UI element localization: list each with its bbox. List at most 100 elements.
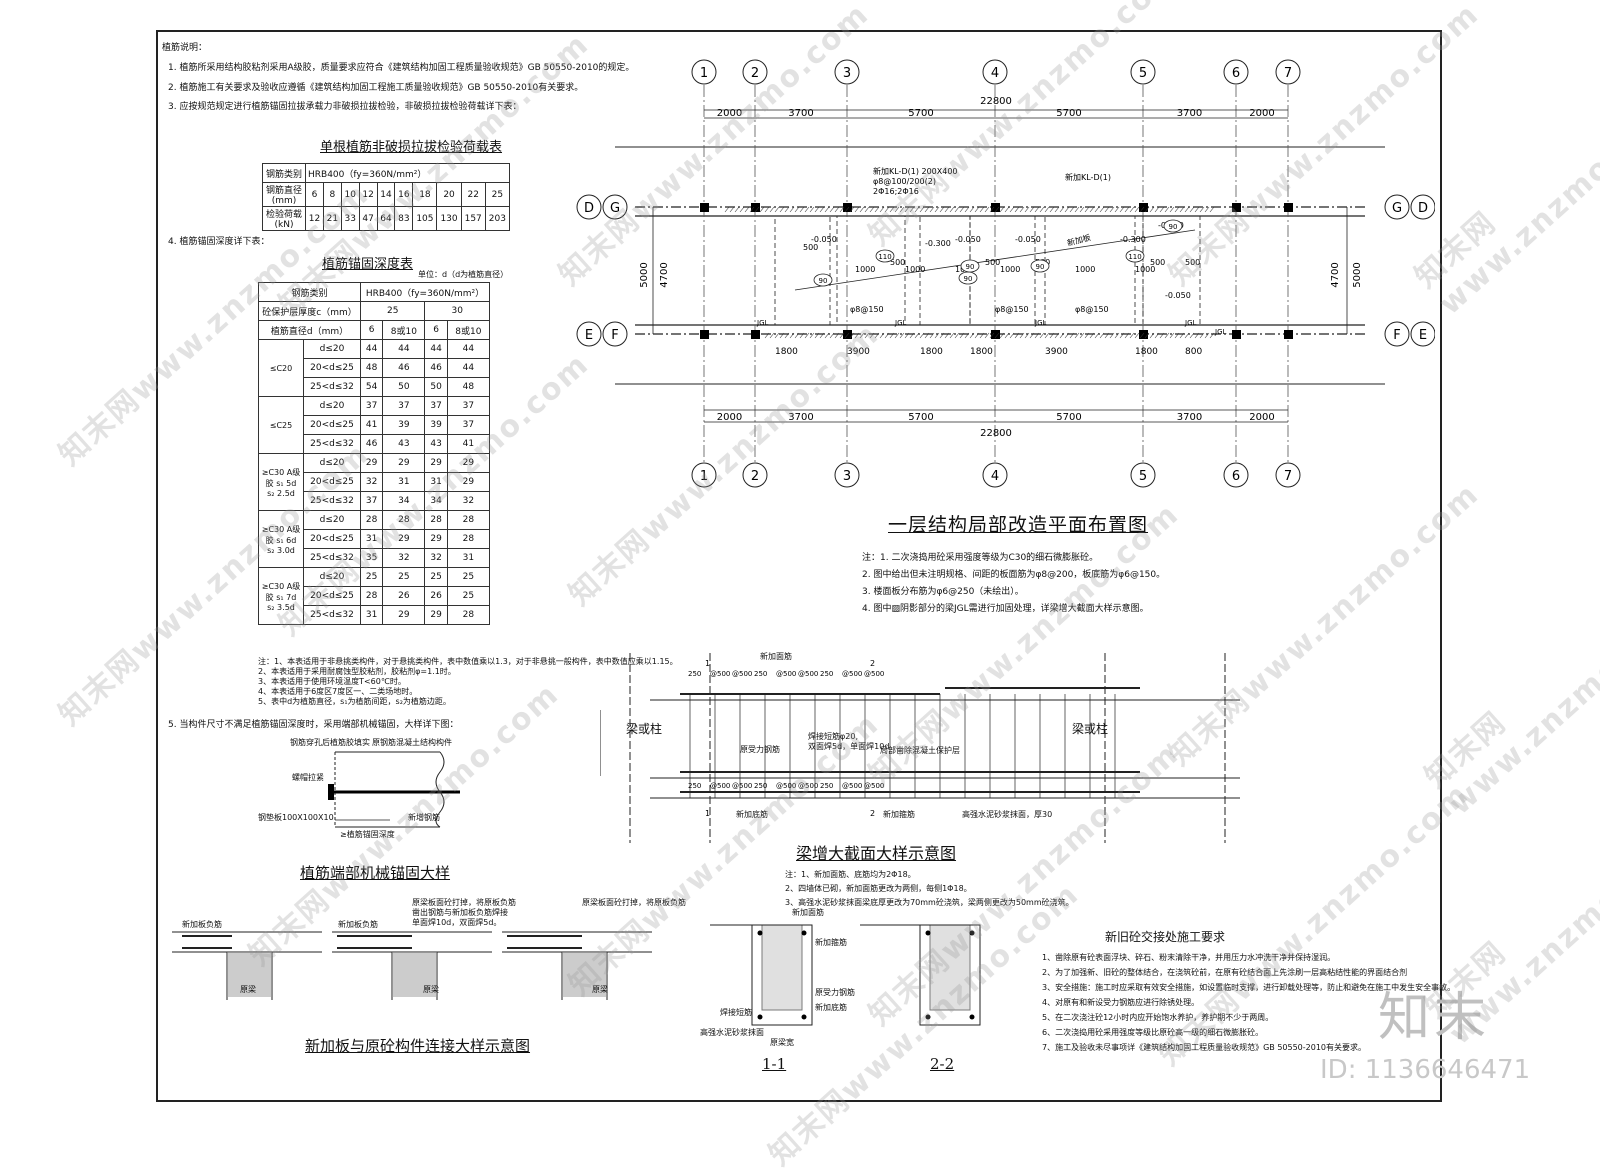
slab-detail-title: 新加板与原砼构件连接大样示意图 bbox=[305, 1037, 531, 1055]
axis-label-top: 5 bbox=[1139, 66, 1147, 81]
t2-cell: 31 bbox=[446, 548, 491, 568]
axis-label-top: 4 bbox=[991, 66, 999, 81]
t1-type-head: 钢筋类别 bbox=[262, 163, 306, 183]
spacing-bottom: @500 bbox=[864, 782, 884, 790]
beam-note-1: 注：1、新加面筋、底筋均为2Φ18。 bbox=[785, 870, 916, 879]
t2-cell: 31 bbox=[424, 472, 448, 492]
slab-label-7: 原梁 bbox=[592, 985, 608, 994]
axis-label-bottom: 4 bbox=[991, 469, 999, 484]
spacing-top: @500 bbox=[710, 670, 730, 678]
t2-cell: 28 bbox=[446, 529, 491, 549]
table2-title: 植筋锚固深度表 bbox=[322, 257, 414, 272]
inner-dim: 1000 bbox=[1135, 265, 1155, 274]
inner-dim: 500 bbox=[890, 258, 905, 267]
section-mark: 2 bbox=[870, 809, 875, 818]
t1-load-cell: 105 bbox=[412, 206, 438, 231]
beam-detail-title: 梁增大截面大样示意图 bbox=[796, 844, 957, 863]
spacing-bottom: 250 bbox=[754, 782, 767, 790]
beam-detail-drawing: 250250@500@500@500@500250250@500@500@500… bbox=[600, 653, 1240, 843]
spacing-top: @500 bbox=[732, 670, 752, 678]
dim-bottom-inner: 1800 bbox=[775, 347, 798, 357]
dim-top: 2000 bbox=[717, 108, 742, 119]
t1-load-cell: 157 bbox=[460, 206, 486, 231]
t2-cell: 39 bbox=[382, 415, 426, 435]
spacing-top: 250 bbox=[754, 670, 767, 678]
axis-label-top: 6 bbox=[1232, 66, 1240, 81]
table2-note: 4、本表适用于6度区7度区一、二类场地时。 bbox=[258, 687, 418, 696]
slab-label-3: 原梁 bbox=[240, 985, 256, 994]
axis-label-top: 1 bbox=[700, 66, 708, 81]
beam-label-top: 新加面筋 bbox=[760, 652, 792, 661]
inner-dim: 500 bbox=[803, 243, 818, 252]
slab-thickness-mark: 90 bbox=[819, 277, 828, 285]
beam-label-stirrup: 新加箍筋 bbox=[883, 810, 915, 819]
anchor-label-member: 原钢筋混凝土结构构件 bbox=[372, 738, 452, 747]
sec1-label-bottom: 新加底筋 bbox=[815, 1003, 847, 1012]
table2-notes: 注：1、本表适用于非悬挑类构件，对于悬挑类构件，表中数值乘以1.3，对于非悬挑一… bbox=[258, 657, 678, 707]
dim-top: 5700 bbox=[908, 108, 933, 119]
slab-thickness-mark: 90 bbox=[964, 275, 973, 283]
t2-dia-head: 植筋直径d（mm） bbox=[258, 320, 361, 340]
sec1-label-stirrup: 新加箍筋 bbox=[815, 938, 847, 947]
spacing-bottom: @500 bbox=[776, 782, 796, 790]
slab-thickness-mark: 90 bbox=[966, 263, 975, 271]
dim-bottom: 5700 bbox=[908, 412, 933, 423]
row-label: F bbox=[1393, 328, 1400, 343]
t2-cell: 20<d≤25 bbox=[303, 415, 361, 435]
dim-bottom: 2000 bbox=[1249, 412, 1274, 423]
jgl-label: JGL bbox=[894, 319, 906, 327]
axis-label-bottom: 1 bbox=[700, 469, 708, 484]
inner-dim: 500 bbox=[1150, 258, 1165, 267]
beam-label-bottom: 新加底筋 bbox=[736, 810, 768, 819]
t2-concrete-grade: ≤C20 bbox=[258, 339, 304, 397]
spacing-top: @500 bbox=[864, 670, 884, 678]
joint-item: 3、安全措施：施工时应采取有效安全措施，如设置临时支撑，进行卸载处理等，防止和避… bbox=[1042, 983, 1456, 992]
level-mark: -0.050 bbox=[955, 235, 981, 244]
dim-bottom: 2000 bbox=[717, 412, 742, 423]
sec1-label-orig: 原受力钢筋 bbox=[815, 988, 855, 997]
notes-title: 植筋说明： bbox=[162, 43, 208, 53]
dim-bottom-inner: 3900 bbox=[847, 347, 870, 357]
t2-cell: 29 bbox=[424, 605, 448, 625]
section-drawings bbox=[710, 924, 981, 1026]
beam-label-chip: 局部凿除混凝土保护层 bbox=[880, 746, 960, 755]
t2-cell: 32 bbox=[446, 491, 491, 511]
row-label: G bbox=[610, 201, 620, 216]
table2-note: 3、本表适用于使用环境温度T<60℃时。 bbox=[258, 677, 406, 686]
joint-item: 5、在二次浇注砼12小时内应开始饱水养护，养护期不少于两周。 bbox=[1042, 1013, 1274, 1022]
dim-bottom-inner: 800 bbox=[1185, 347, 1202, 357]
dim-bottom: 3700 bbox=[788, 412, 813, 423]
t2-cell: 54 bbox=[359, 377, 384, 397]
jgl-label: JGL bbox=[1184, 319, 1196, 327]
slab-connection-drawing bbox=[172, 931, 652, 1000]
rebar-label: φ8@150 bbox=[850, 305, 884, 314]
t2-cell: 25<d≤32 bbox=[303, 377, 361, 397]
table1-title: 单根植筋非破损拉拔检验荷载表 bbox=[320, 140, 503, 155]
section-1-title: 1-1 bbox=[762, 1055, 787, 1073]
section-mark: 2 bbox=[870, 659, 875, 668]
beam-label-mortar: 高强水泥砂浆抹面，厚30 bbox=[962, 810, 1053, 819]
t2-cover-a: 25 bbox=[359, 301, 426, 321]
t2-cell: 50 bbox=[382, 377, 426, 397]
section-2-title: 2-2 bbox=[930, 1055, 955, 1073]
inner-dim: 1000 bbox=[1000, 265, 1020, 274]
t2-cell: 25 bbox=[446, 586, 491, 606]
jgl-label: JGL bbox=[1214, 328, 1226, 336]
plan-title: 一层结构局部改造平面布置图 bbox=[888, 514, 1149, 536]
kl-label-1: 新加KL-D(1) 200X400 bbox=[873, 166, 958, 176]
t2-cell: 26 bbox=[382, 586, 426, 606]
table2-unit: 单位：d（d为植筋直径） bbox=[418, 270, 509, 279]
t2-cell: 25 bbox=[424, 567, 448, 587]
jgl-label: JGL bbox=[756, 319, 768, 327]
dim-side: 5000 bbox=[1352, 262, 1363, 287]
t2-cell: 48 bbox=[359, 358, 384, 378]
t2-cell: 44 bbox=[382, 339, 426, 359]
row-label: G bbox=[1392, 201, 1402, 216]
note-2: 2. 植筋施工有关要求及验收应遵循《建筑结构加固工程施工质量验收规范》GB 50… bbox=[168, 83, 584, 93]
